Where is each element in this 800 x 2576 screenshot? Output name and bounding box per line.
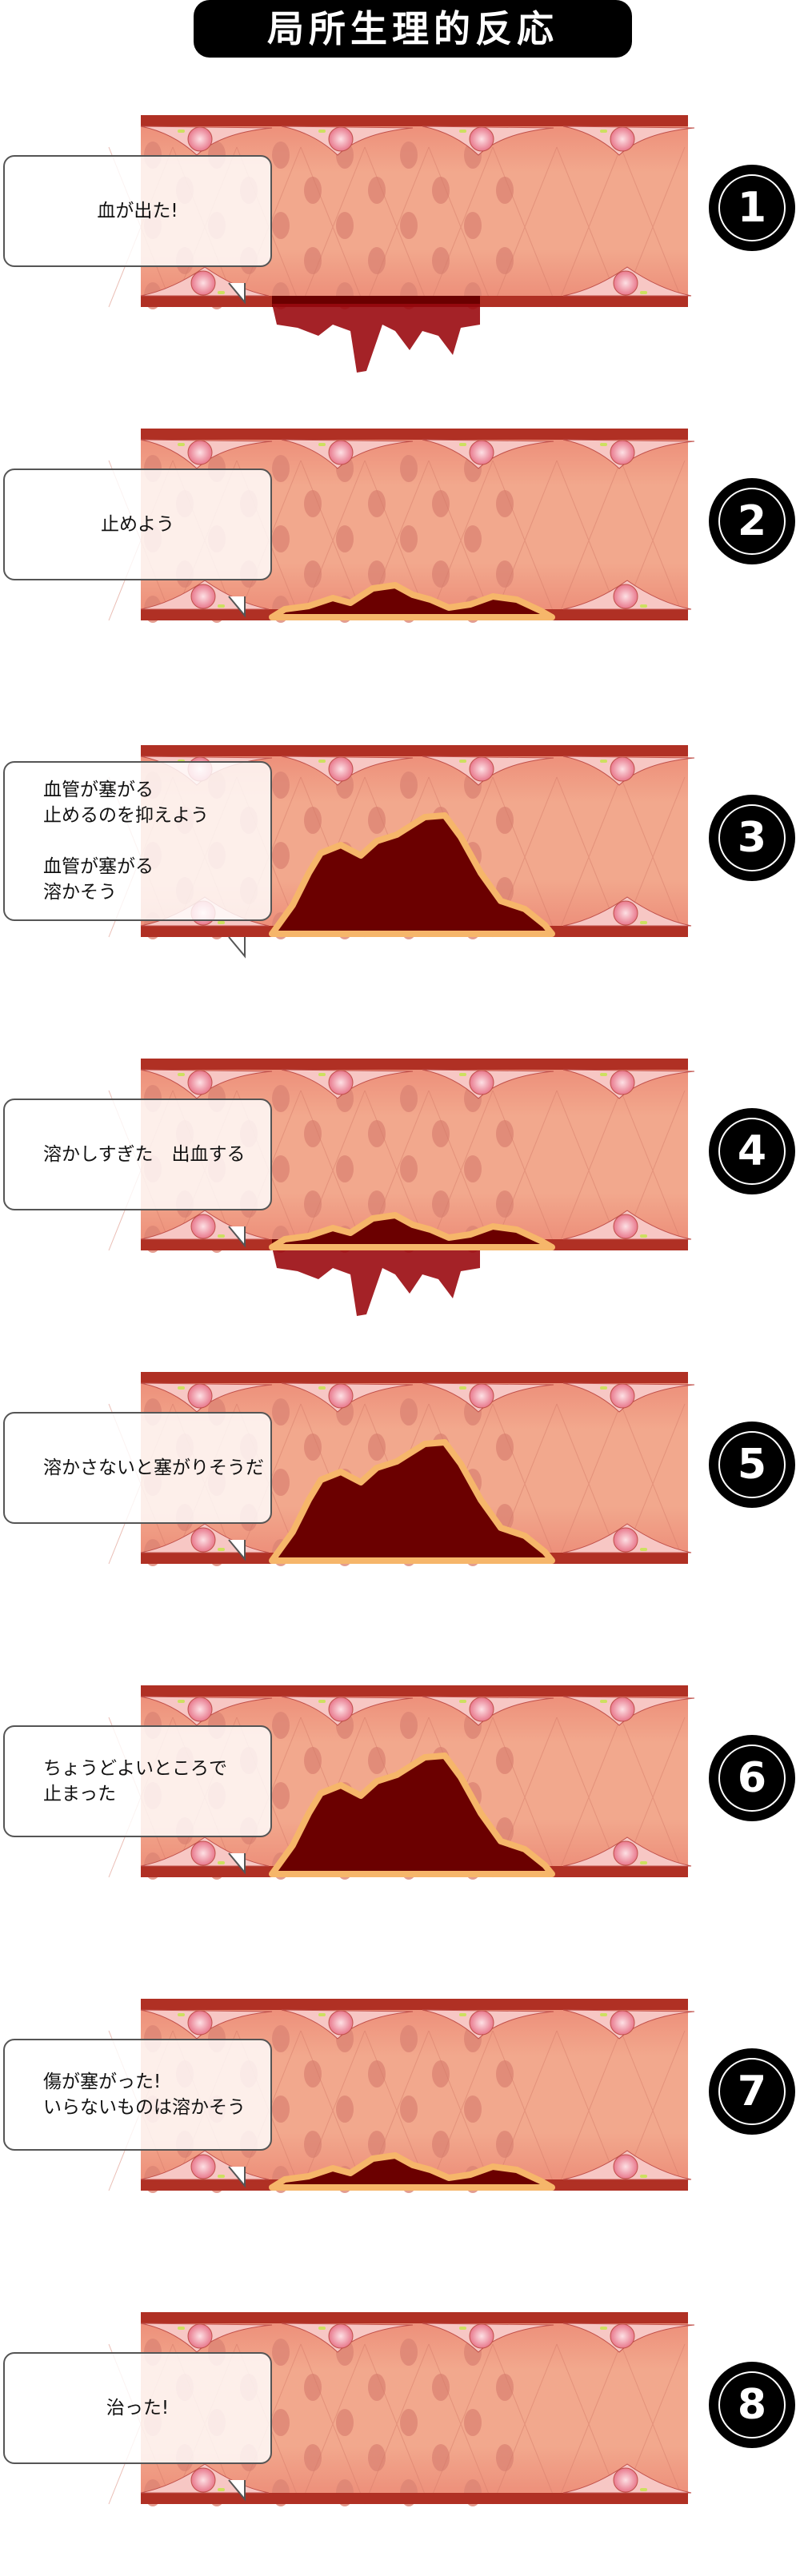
speech-text: 治った! [106,2398,170,2418]
step-number-badge: 3 [709,795,795,881]
step-number-badge: 1 [709,165,795,251]
step-number-badge: 6 [709,1735,795,1821]
blood-vessel-illustration [108,1999,695,2193]
step-number: 7 [718,2058,786,2125]
stage-panel-5: 溶かさないと塞がりそうだ 5 [0,1372,800,1628]
page-title: 局所生理的反応 [194,0,632,58]
stage-panel-4: 溶かしすぎた 出血する 4 [0,1059,800,1316]
blood-clot [269,2152,555,2191]
stage-panel-2: 止めよう 2 [0,429,800,684]
speech-bubble: ちょうどよいところで 止まった [3,1725,272,1875]
step-number: 1 [718,174,786,241]
stage-panel-7: 傷が塞がった! いらないものは溶かそう 7 [0,1999,800,2255]
step-number: 3 [718,804,786,871]
speech-text: 止めよう [101,514,174,535]
step-number: 6 [718,1745,786,1812]
step-number-badge: 2 [709,478,795,564]
blood-vessel-illustration [108,115,695,373]
speech-bubble: 溶かさないと塞がりそうだ [3,1412,272,1561]
speech-bubble: 溶かしすぎた 出血する [3,1099,272,1248]
step-number: 4 [718,1118,786,1185]
blood-vessel-illustration [108,1372,695,1566]
step-number: 8 [718,2371,786,2438]
speech-bubble: 治った! [3,2352,272,2502]
blood-vessel-illustration [108,1059,695,1316]
bleeding-blood [272,1247,480,1316]
speech-text: 血管が塞がる 止めるのを抑えよう 血管が塞がる 溶かそう [43,780,209,903]
speech-text: 溶かしすぎた 出血する [43,1144,246,1165]
step-number: 5 [718,1431,786,1498]
blood-clot [269,1439,555,1564]
stage-panel-3: 血管が塞がる 止めるのを抑えよう 血管が塞がる 溶かそう 3 [0,745,800,1001]
step-number-badge: 5 [709,1422,795,1508]
speech-text: 傷が塞がった! いらないものは溶かそう [43,2072,246,2118]
stage-panel-8: 治った! 8 [0,2312,800,2568]
step-number: 2 [718,488,786,555]
speech-bubble: 血管が塞がる 止めるのを抑えよう 血管が塞がる 溶かそう [3,761,272,959]
stage-panel-1: 血が出た! 1 [0,115,800,373]
step-number-badge: 8 [709,2362,795,2448]
bleeding-blood [272,304,480,373]
step-number-badge: 7 [709,2048,795,2135]
speech-text: ちょうどよいところで 止まった [43,1758,227,1804]
blood-clot [269,582,555,620]
speech-bubble: 傷が塞がった! いらないものは溶かそう [3,2039,272,2188]
blood-clot [269,1212,555,1250]
blood-clot [269,812,555,937]
speech-text: 血が出た! [97,201,178,221]
step-number-badge: 4 [709,1108,795,1194]
speech-bubble: 血が出た! [3,155,272,305]
blood-clot [269,1753,555,1877]
speech-text: 溶かさないと塞がりそうだ [43,1457,264,1478]
speech-bubble: 止めよう [3,469,272,618]
stage-panel-6: ちょうどよいところで 止まった 6 [0,1685,800,1941]
